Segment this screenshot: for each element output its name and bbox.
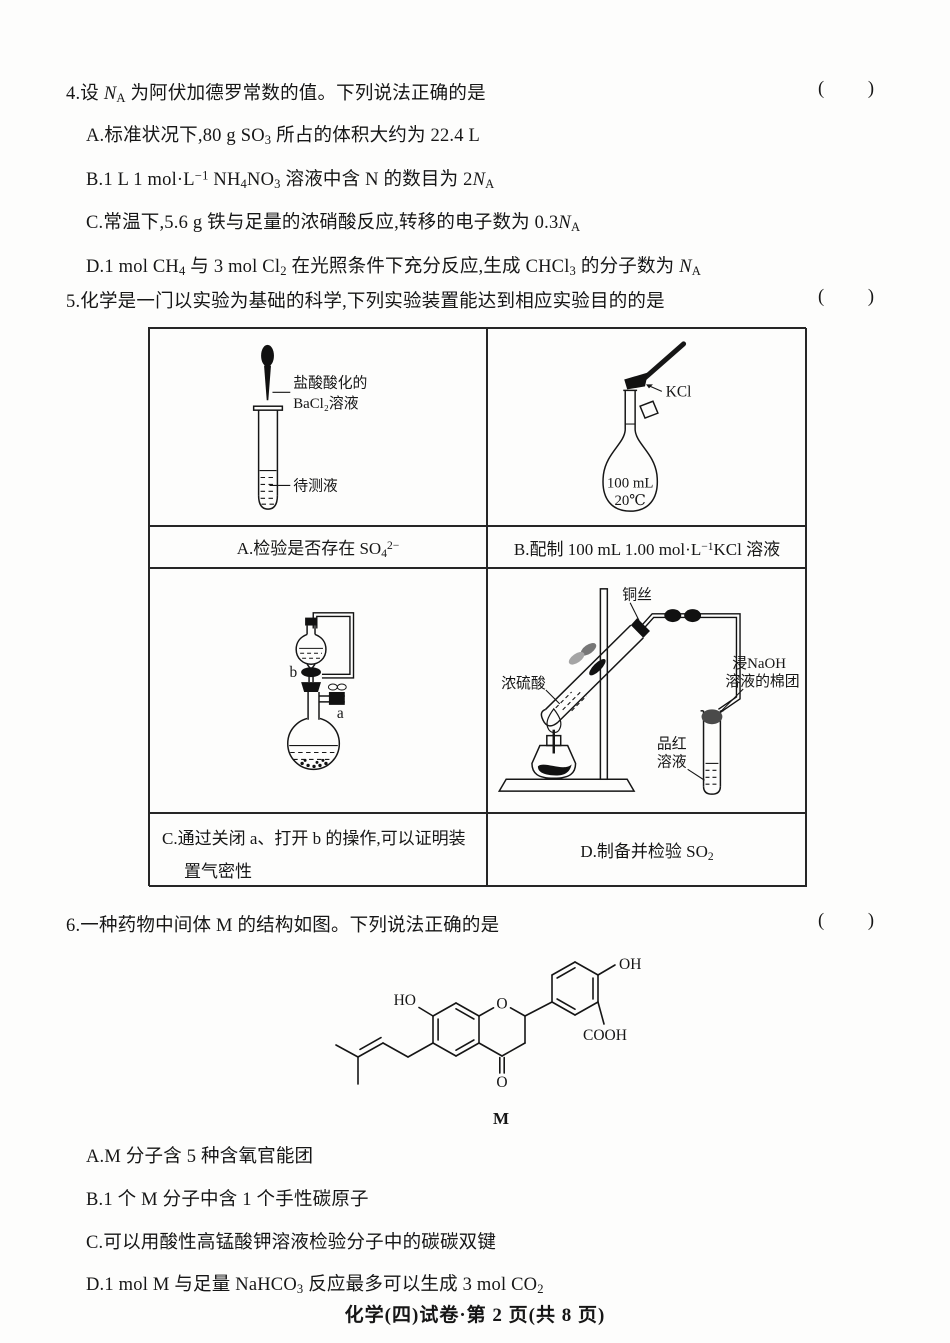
bracket-open: (: [818, 911, 825, 931]
apparatus-d-diagram: 铜丝 浓硫酸 浸NaOH 溶液的棉团 品红 溶液: [487, 568, 807, 813]
copper-wire-label: 铜丝: [622, 587, 652, 604]
spatula-handle: [640, 341, 687, 382]
conc-sulfuric-acid-label: 浓硫酸: [501, 675, 546, 692]
sample-liquid-label: 待测液: [293, 477, 338, 494]
funnel-stopper: [305, 617, 318, 626]
page-footer: 化学(四)试卷·第 2 页(共 8 页): [344, 1305, 606, 1326]
question-4-option-c: C.常温下,5.6 g 铁与足量的浓硝酸反应,转移的电子数为 0.3NA: [86, 213, 581, 235]
naoh-cotton-label-line1: 浸NaOH: [732, 655, 786, 672]
apparatus-a-caption: A.检验是否存在 SO42−: [149, 526, 487, 568]
so2-preparation-apparatus: 铜丝 浓硫酸 浸NaOH 溶液的棉团 品红 溶液: [497, 587, 800, 795]
apparatus-b-diagram: KCl 100 mL 20℃: [487, 328, 807, 526]
question-5-apparatus-table: 盐酸酸化的 BaCl₂溶液 待测液: [148, 327, 807, 887]
caption-text: A.检验是否存在 SO42−: [236, 538, 400, 560]
caption-text: B.配制 100 mL 1.00 mol·L−1KCl 溶液: [513, 539, 781, 559]
fuchsin-liquid: [705, 769, 719, 785]
dropper-bulb: [261, 344, 274, 367]
bracket-open: (: [818, 287, 825, 307]
stand-rod: [599, 588, 609, 781]
dropper-tip: [264, 365, 271, 401]
bracket-open: (: [818, 79, 825, 99]
test-tube: [257, 495, 279, 510]
stopper: [639, 400, 659, 420]
spatula-scoop: [624, 372, 648, 390]
apparatus-c-diagram: b a: [149, 568, 487, 813]
lamp-fuel: [537, 764, 572, 776]
question-6-stem: 6.一种药物中间体 M 的结构如图。下列说法正确的是: [66, 916, 500, 936]
bracket-close: ): [867, 79, 874, 99]
question-6-option-a: A.M 分子含 5 种含氧官能团: [86, 1147, 314, 1167]
tube-stopper: [630, 618, 650, 638]
loop-tube: [312, 612, 355, 679]
copper-turnings: [589, 658, 606, 676]
apparatus-a-diagram: 盐酸酸化的 BaCl₂溶液 待测液: [149, 328, 487, 526]
collection-test-tube: [702, 786, 722, 795]
stopcock-a: [328, 691, 345, 705]
volumetric-flask-apparatus: KCl 100 mL 20℃: [602, 341, 692, 512]
question-6-option-b: B.1 个 M 分子中含 1 个手性碳原子: [86, 1190, 369, 1210]
dropper-label-line1: 盐酸酸化的: [293, 374, 367, 391]
tube-connector: [664, 609, 682, 623]
flask-temp-label: 20℃: [614, 493, 645, 509]
question-6-option-c: C.可以用酸性高锰酸钾溶液检验分子中的碳碳双键: [86, 1233, 497, 1253]
question-6-option-d: D.1 mol M 与足量 NaHCO3 反应最多可以生成 3 mol CO2: [86, 1275, 544, 1297]
caption-text: C.通过关闭 a、打开 b 的操作,可以证明装置气密性: [162, 829, 466, 882]
question-4-option-b: B.1 L 1 mol·L−1 NH4NO3 溶液中含 N 的数目为 2NA: [86, 168, 495, 192]
question-4-option-a: A.标准状况下,80 g SO3 所占的体积大约为 22.4 L: [86, 126, 481, 148]
clamp: [580, 643, 597, 656]
fuchsin-label-line2: 溶液: [657, 753, 687, 770]
alcohol-lamp: [531, 744, 577, 780]
ring-oxygen-label: O: [496, 996, 507, 1013]
naoh-cotton: [701, 709, 723, 725]
sulfate-test-apparatus: 盐酸酸化的 BaCl₂溶液 待测液: [252, 344, 367, 510]
ketone-oxygen-label: O: [496, 1074, 507, 1091]
valve-a-label: a: [337, 705, 344, 722]
dropping-funnel: [295, 633, 327, 665]
bracket-close: ): [867, 287, 874, 307]
molecule-m-structure: HO O OH COOH O M: [335, 956, 641, 1128]
apparatus-c-caption: C.通过关闭 a、打开 b 的操作,可以证明装置气密性: [149, 813, 487, 887]
question-5-stem: 5.化学是一门以实验为基础的科学,下列实验装置能达到相应实验目的的是: [66, 292, 665, 312]
molecule-name-label: M: [493, 1109, 509, 1128]
valve-b-label: b: [289, 664, 297, 681]
naoh-cotton-label-line2: 溶液的棉团: [725, 673, 799, 690]
fuchsin-label-line1: 品红: [657, 736, 687, 753]
tilted-test-tube: [540, 708, 559, 727]
question-4-option-d: D.1 mol CH4 与 3 mol Cl2 在光照条件下充分反应,生成 CH…: [86, 257, 702, 279]
carboxyl-label: COOH: [583, 1027, 627, 1044]
stopcock-b: [301, 667, 321, 678]
question-6-answer-bracket: ( ): [818, 911, 874, 932]
delivery-tube: [642, 613, 741, 713]
bracket-close: ): [867, 911, 874, 931]
apparatus-d-caption: D.制备并检验 SO2: [487, 813, 807, 887]
volumetric-flask: [602, 429, 659, 512]
flask-volume-label: 100 mL: [607, 475, 654, 491]
phenol-ho-label: HO: [394, 992, 416, 1009]
question-4-stem: 4.设 NA 为阿伏加德罗常数的值。下列说法正确的是: [66, 84, 486, 106]
question-4-answer-bracket: ( ): [818, 79, 874, 100]
apparatus-b-caption: B.配制 100 mL 1.00 mol·L−1KCl 溶液: [487, 526, 807, 568]
phenol-oh-label: OH: [619, 956, 641, 973]
solid-particles: [300, 758, 328, 769]
round-flask: [287, 717, 341, 771]
question-5-answer-bracket: ( ): [818, 287, 874, 308]
caption-text: D.制备并检验 SO2: [580, 842, 714, 863]
dropper-label-line2: BaCl₂溶液: [293, 395, 358, 412]
kcl-label: KCl: [666, 383, 692, 400]
arrowhead: [646, 384, 653, 389]
stand-base: [497, 778, 636, 792]
rubber-stopper: [301, 682, 321, 692]
gas-tightness-apparatus: b a: [287, 612, 355, 771]
sulfuric-acid-liquid: [555, 691, 587, 712]
